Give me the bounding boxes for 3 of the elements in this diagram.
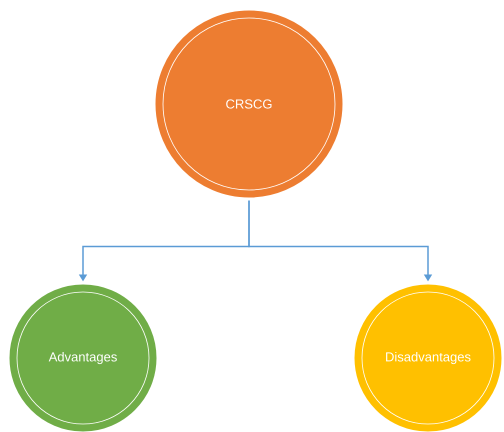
circle-node: CRSCG: [152, 8, 346, 200]
circle-node: Disadvantages: [352, 282, 504, 432]
circle-node: Advantages: [6, 282, 160, 432]
